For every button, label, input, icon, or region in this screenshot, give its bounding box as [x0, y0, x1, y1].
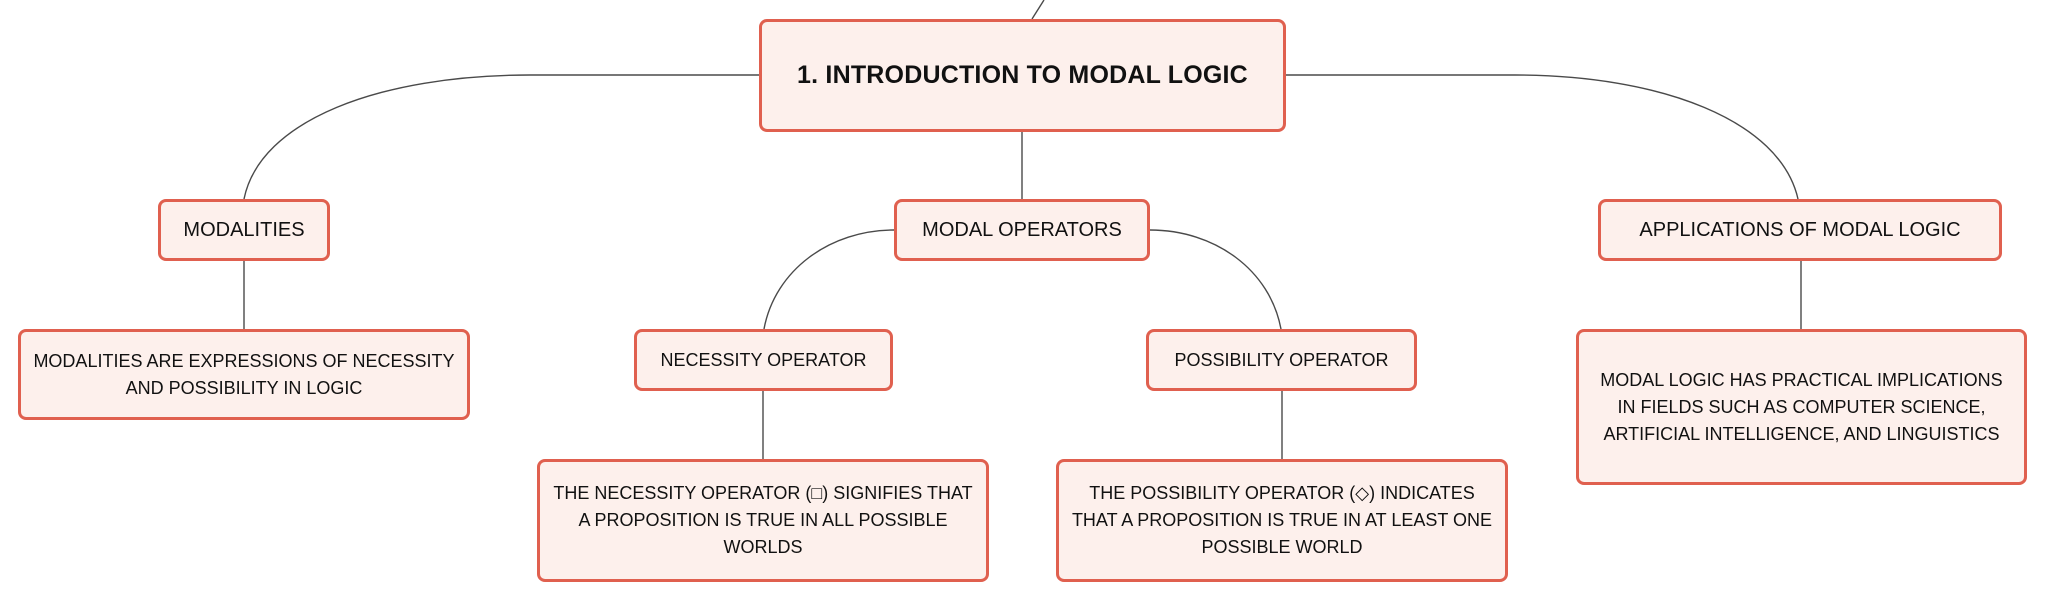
necessity-description-text: THE NECESSITY OPERATOR (□) SIGNIFIES THA…: [553, 483, 973, 557]
modalities-node[interactable]: MODALITIES: [158, 199, 330, 261]
applications-node[interactable]: APPLICATIONS OF MODAL LOGIC: [1598, 199, 2002, 261]
connector-root-to-modalities: [243, 74, 759, 200]
connector-parent-to-root: [1031, 0, 1045, 20]
modalities-description-node[interactable]: MODALITIES ARE EXPRESSIONS OF NECESSITY …: [18, 329, 470, 420]
possibility-operator-label: POSSIBILITY OPERATOR: [1174, 349, 1389, 370]
root-node[interactable]: 1. INTRODUCTION TO MODAL LOGIC: [759, 19, 1286, 132]
necessity-description-node[interactable]: THE NECESSITY OPERATOR (□) SIGNIFIES THA…: [537, 459, 989, 582]
connector-operators-to-necessity: [763, 229, 895, 330]
applications-description-node[interactable]: MODAL LOGIC HAS PRACTICAL IMPLICATIONS I…: [1576, 329, 2027, 485]
possibility-description-text: THE POSSIBILITY OPERATOR (◇) INDICATES T…: [1071, 483, 1493, 557]
possibility-description-node[interactable]: THE POSSIBILITY OPERATOR (◇) INDICATES T…: [1056, 459, 1508, 582]
connector-operators-to-possibility: [1149, 229, 1282, 330]
possibility-operator-node[interactable]: POSSIBILITY OPERATOR: [1146, 329, 1417, 391]
modalities-node-label: MODALITIES: [183, 218, 305, 241]
modalities-description-text: MODALITIES ARE EXPRESSIONS OF NECESSITY …: [33, 350, 455, 398]
root-node-label: 1. INTRODUCTION TO MODAL LOGIC: [797, 61, 1248, 89]
necessity-operator-label: NECESSITY OPERATOR: [660, 349, 867, 370]
applications-description-text: MODAL LOGIC HAS PRACTICAL IMPLICATIONS I…: [1600, 369, 2003, 444]
modal-operators-node-label: MODAL OPERATORS: [922, 218, 1122, 241]
necessity-operator-node[interactable]: NECESSITY OPERATOR: [634, 329, 893, 391]
connector-root-to-applications: [1286, 74, 1799, 200]
applications-node-label: APPLICATIONS OF MODAL LOGIC: [1639, 218, 1961, 241]
modal-operators-node[interactable]: MODAL OPERATORS: [894, 199, 1150, 261]
